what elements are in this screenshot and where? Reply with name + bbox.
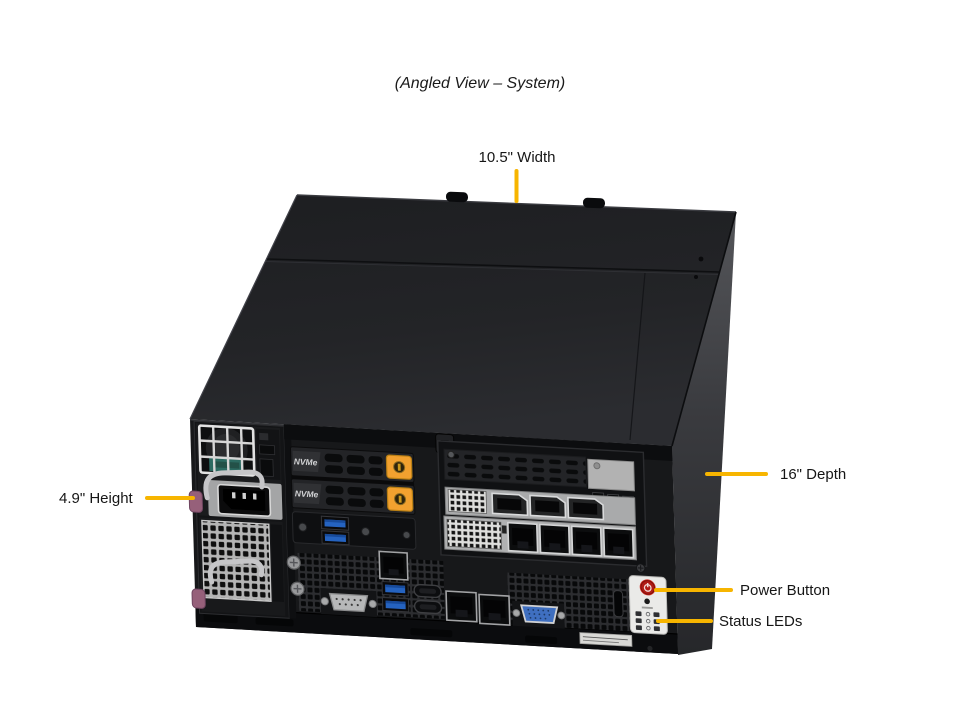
lip-screw <box>647 645 653 652</box>
usb3-port-2 <box>321 530 350 546</box>
serial-port <box>320 588 378 618</box>
lan-port-mgmt <box>378 550 409 581</box>
displayport-2 <box>529 494 567 519</box>
lan-port-5 <box>445 590 478 623</box>
psu-handle <box>203 469 265 501</box>
displayport-3 <box>567 496 605 521</box>
psu-cage-divider <box>283 424 297 619</box>
power-button <box>639 579 656 596</box>
lan-port-2 <box>538 523 571 555</box>
top-handle-left <box>445 191 469 203</box>
psu-bottom <box>191 517 286 617</box>
usb3-port-4 <box>381 596 410 613</box>
front-control-panel <box>628 575 668 635</box>
status-leds-callout-label: Status LEDs <box>719 613 803 630</box>
io-port-small-1 <box>413 583 442 599</box>
lan-port-6 <box>478 593 511 626</box>
displayport-1 <box>491 492 529 517</box>
lan-port-1 <box>507 521 539 554</box>
thumbscrew-2 <box>290 581 305 596</box>
chassis-rear-panel: NVMe NVMe <box>188 419 679 654</box>
chassis-top-panel <box>190 195 736 446</box>
expansion-slot-area <box>437 440 648 568</box>
power-supply-bays <box>188 420 290 619</box>
psu-release-latch-2 <box>191 588 206 609</box>
displayport-card <box>444 486 636 526</box>
figure-title: (Angled View – System) <box>394 75 566 92</box>
lock-slot <box>613 590 624 618</box>
ac-inlet-c14 <box>207 480 283 520</box>
motherboard-io <box>286 550 646 632</box>
usb3-port-1 <box>320 515 350 531</box>
top-handle-right <box>582 197 606 209</box>
top-screw-2 <box>694 275 698 279</box>
io-port-small-2 <box>413 599 443 615</box>
drive-tray-release-clip-1 <box>385 454 413 480</box>
rear-usb-panel <box>291 511 417 550</box>
psu-top <box>188 423 283 521</box>
nvme-drive-tray-1: NVMe <box>289 446 415 483</box>
panel-screw <box>635 563 646 573</box>
thumbscrew-1 <box>286 555 301 570</box>
quad-lan-card <box>443 515 637 561</box>
lan-port-4 <box>602 527 635 559</box>
lan-port-3 <box>570 525 603 557</box>
drive-tray-release-clip-2 <box>386 486 414 512</box>
height-callout-label: 4.9" Height <box>59 490 133 507</box>
reset-button <box>644 598 650 605</box>
server-chassis: NVMe NVMe <box>188 191 737 655</box>
nvme-drive-tray-2: NVMe <box>290 478 416 515</box>
width-callout-label: 10.5" Width <box>478 149 556 166</box>
depth-callout-label: 16" Depth <box>780 466 847 483</box>
power-button-callout-label: Power Button <box>740 582 831 599</box>
psu-fan-grille <box>197 424 256 477</box>
serial-number-label <box>579 632 633 647</box>
psu-handle-2 <box>207 558 265 585</box>
nvme-tray-label-2: NVMe <box>295 488 319 499</box>
nvme-tray-label-1: NVMe <box>294 456 318 467</box>
expansion-slot-cover <box>443 448 588 488</box>
usb3-port-3 <box>381 580 409 597</box>
psu-release-latch <box>188 490 204 513</box>
chassis-side-panel <box>672 212 736 655</box>
top-screw-1 <box>698 256 704 262</box>
vga-port <box>512 600 566 629</box>
power-icon <box>643 582 652 592</box>
